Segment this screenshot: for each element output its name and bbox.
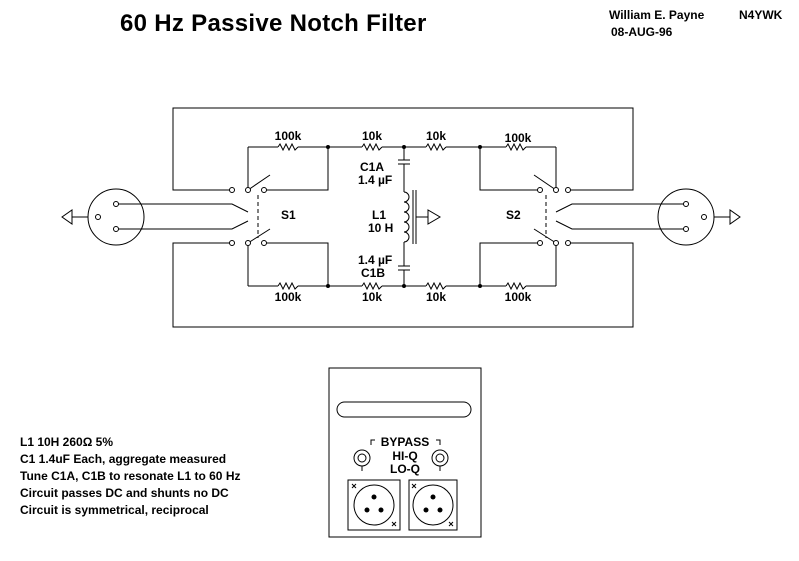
screw-icon (351, 483, 357, 489)
toggle-switch-right-icon (431, 449, 449, 467)
input-connector-icon (87, 188, 145, 246)
outer-loop-bottom (172, 242, 634, 328)
label-l1-value: 10 H (368, 221, 393, 235)
note-line: Tune C1A, C1B to resonate L1 to 60 Hz (20, 469, 241, 483)
label-r-top-right: 100k (505, 131, 532, 145)
xlr-jack-right (408, 479, 458, 531)
label-r-bottom-left: 100k (275, 290, 302, 304)
contacts (95, 187, 707, 246)
outer-loop-top (172, 107, 634, 191)
label-r-top-mid-left: 10k (362, 129, 382, 143)
resistor-top-mid-right (425, 142, 447, 152)
component-notes: L1 10H 260Ω 5% C1 1.4uF Each, aggregate … (20, 434, 240, 519)
panel-label-loq: LO-Q (390, 462, 420, 476)
label-c1b-value: 1.4 µF (358, 253, 392, 267)
wiring (61, 107, 741, 328)
label-r-bottom-mid-left: 10k (362, 290, 382, 304)
label-r-top-left: 100k (275, 129, 302, 143)
note-line: C1 1.4uF Each, aggregate measured (20, 452, 227, 466)
page-title: 60 Hz Passive Notch Filter (120, 10, 427, 37)
label-r-top-mid-right: 10k (426, 129, 446, 143)
panel-screws (351, 483, 454, 527)
resistor-top-mid-left (361, 142, 383, 152)
note-line: Circuit is symmetrical, reciprocal (20, 503, 209, 517)
front-panel (328, 367, 482, 538)
xlr-jack-left (347, 479, 401, 531)
output-connector-icon (657, 188, 715, 246)
panel-label-hiq: HI-Q (392, 449, 417, 463)
label-switch-s1: S1 (281, 208, 296, 222)
screw-icon (411, 483, 417, 489)
label-r-bottom-mid-right: 10k (426, 290, 446, 304)
resistor-bottom-left (277, 281, 299, 291)
xlr-pins (364, 494, 443, 513)
resistors (277, 142, 527, 291)
junctions (326, 145, 482, 288)
screw-icon (391, 521, 397, 527)
label-c1b-name: C1B (361, 266, 385, 280)
label-c1a-name: C1A (360, 160, 384, 174)
resistor-bottom-mid-left (361, 281, 383, 291)
s1-blade-top (247, 174, 271, 191)
xlr-jack-left-icon (353, 484, 395, 526)
panel-outline (328, 367, 482, 538)
s2-blade-top (533, 174, 557, 191)
note-line: Circuit passes DC and shunts no DC (20, 486, 229, 500)
callsign: N4YWK (739, 8, 783, 22)
bypass-bracket-left (370, 439, 375, 445)
ground-right-icon (729, 209, 741, 225)
xlr-jack-right-icon (412, 484, 454, 526)
label-l1-name: L1 (372, 208, 386, 222)
l1-coil (403, 191, 410, 243)
ground-left-icon (61, 209, 73, 225)
s1-blade-bottom (247, 228, 271, 244)
resistor-bottom-right (505, 281, 527, 291)
author-name: William E. Payne (609, 8, 705, 22)
panel-display-slot (336, 401, 472, 418)
resistor-top-right (505, 142, 527, 152)
label-switch-s2: S2 (506, 208, 521, 222)
label-r-bottom-right: 100k (505, 290, 532, 304)
ground-center-icon (427, 209, 441, 225)
toggle-switch-left-icon (353, 449, 371, 467)
s2-blade-bottom (533, 228, 557, 244)
resistor-top-left (277, 142, 299, 152)
note-line: L1 10H 260Ω 5% (20, 435, 114, 449)
label-c1a-value: 1.4 µF (358, 173, 392, 187)
screw-icon (448, 521, 454, 527)
panel-label-bypass: BYPASS (381, 435, 429, 449)
bypass-bracket-right (436, 439, 441, 445)
resistor-bottom-mid-right (425, 281, 447, 291)
document-date: 08-AUG-96 (611, 25, 673, 39)
